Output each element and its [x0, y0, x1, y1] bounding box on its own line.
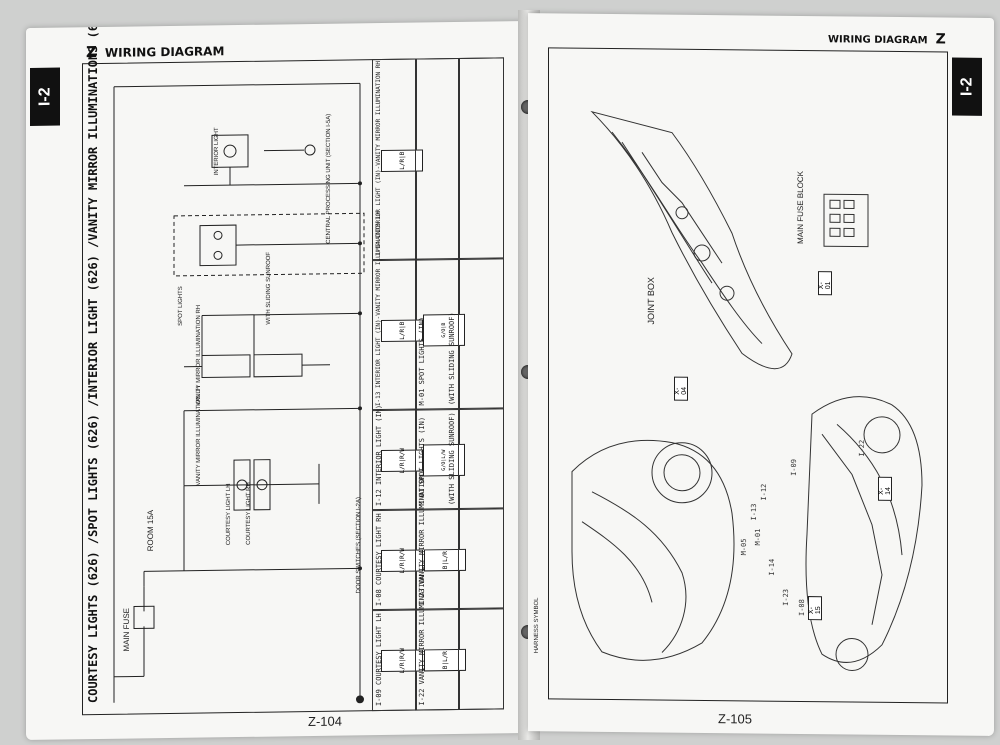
connector-cell-note: (WITH SLIDING SUNROOF)	[448, 412, 456, 506]
connector-cell: I-23 VANITY MIRROR ILLUMINATION RH B|L/R	[415, 462, 466, 611]
page-number-right: Z-105	[718, 711, 752, 727]
label-vanity-rh: VANITY MIRROR ILLUMINATION RH	[196, 304, 202, 406]
header-letter: Z	[935, 31, 946, 48]
connector-cell-note: (WITH SLIDING SUNROOF)	[448, 312, 456, 406]
label-room-fuse: ROOM 15A	[146, 509, 155, 552]
label-central-unit: CENTRAL PROCESSING UNIT (SECTION I-5A)	[326, 113, 332, 244]
connector-cell-empty	[458, 257, 504, 410]
harness-symbol-legend: HARNESS SYMBOL	[534, 597, 540, 654]
pin: B	[441, 322, 447, 326]
header-right: WIRING DIAGRAM Z	[828, 30, 946, 47]
connector-cell: I-22 VANITY MIRROR ILLUMINATION LH B|L/R	[415, 562, 466, 711]
callout-label: X-14	[878, 487, 892, 495]
connector-cell: M-01 SPOT LIGHTS (IN) G/O|L/W (WITH SLID…	[415, 407, 465, 511]
label-courtesy-lh: COURTESY LIGHT LH	[226, 483, 232, 546]
connector-cell: I-14 INTERIOR LIGHT (IN)-VANITY MIRROR I…	[372, 58, 423, 262]
callout-joint-box: JOINT BOX	[646, 277, 656, 325]
connector-cell: I-09 COURTESY LIGHT LH L/R|R/W	[372, 608, 423, 712]
pin: L/R	[441, 651, 449, 662]
pin: L/R	[398, 562, 406, 574]
callout-x15: X-15	[808, 596, 822, 621]
connector-cell: I-12 INTERIOR LIGHT (IN) L/R|R/W	[372, 405, 423, 512]
pin: R/W	[398, 648, 406, 659]
callout-m01: M-01	[754, 528, 762, 546]
section-tab-label: I-2	[35, 87, 53, 107]
right-page: WIRING DIAGRAM Z I-2	[528, 13, 994, 737]
label-with-sunroof: WITH SLIDING SUNROOF	[266, 251, 272, 325]
callout-i12: I-12	[760, 483, 768, 501]
pin: G/O	[441, 461, 447, 471]
pin: R/W	[398, 448, 406, 459]
pin: B	[398, 321, 406, 326]
callout-i13: I-13	[750, 503, 758, 521]
label-door-switches: DOOR SWITCHES (SECTION I-2A)	[356, 496, 362, 594]
callout-label: X-01	[818, 281, 832, 290]
page-number-left: Z-104	[308, 713, 342, 730]
header-text: WIRING DIAGRAM	[828, 34, 928, 47]
label-spot-lights: SPOT LIGHTS	[178, 286, 184, 326]
header-text: WIRING DIAGRAM	[104, 44, 225, 60]
connector-cell: I-13 INTERIOR LIGHT (IN)-VANITY MIRROR I…	[372, 211, 423, 412]
callout-i14: I-14	[768, 558, 776, 576]
connector-table: I-09 COURTESY LIGHT LH L/R|R/W I-22 VANI…	[372, 57, 504, 712]
callout-x01: X-01	[818, 271, 832, 296]
pin: L/R	[398, 662, 406, 674]
pin: L/R	[441, 551, 449, 562]
section-tab-left: I-2	[30, 67, 60, 126]
callout-x14: X-14	[878, 476, 892, 501]
section-tab-label: I-2	[957, 77, 975, 97]
callout-i09: I-09	[790, 459, 798, 476]
callout-main-fuse-block: MAIN FUSE BLOCK	[796, 171, 805, 245]
connector-cell-empty	[415, 57, 460, 261]
label-main-fuse: MAIN FUSE	[122, 607, 131, 652]
pin: L/W	[441, 449, 447, 459]
section-tab-right: I-2	[952, 57, 982, 116]
callout-i22: I-22	[858, 439, 866, 457]
callout-label: X-15	[808, 606, 822, 615]
pin: L/R	[398, 328, 406, 340]
callout-i08: I-08	[798, 599, 806, 617]
pin: R/W	[398, 548, 406, 559]
callout-m05: M-05	[740, 538, 748, 556]
connector-cell-empty	[458, 607, 504, 710]
connector-cell: I-08 COURTESY LIGHT RH L/R|R/W	[372, 508, 423, 612]
connector-cell-empty	[458, 57, 504, 260]
pin: G/O	[441, 328, 447, 338]
label-interior-light: INTERIOR LIGHT	[214, 127, 220, 176]
callout-i23: I-23	[782, 588, 790, 606]
pin: B	[441, 665, 449, 670]
connector-cell-empty	[458, 407, 504, 510]
connector-cell-empty	[458, 507, 504, 610]
diagram-title: COURTESY LIGHTS (626) /SPOT LIGHTS (626)…	[86, 21, 100, 704]
connector-cell: M-01 SPOT LIGHTS (IN) G/O|B (WITH SLIDIN…	[415, 257, 465, 411]
wiring-schematic	[113, 82, 365, 704]
callout-label: X-04	[674, 386, 688, 395]
callout-x04: X-04	[674, 376, 688, 401]
harness-illustration	[571, 110, 923, 672]
label-courtesy-rh: COURTESY LIGHT RH	[246, 482, 252, 545]
pin: L/R	[398, 158, 406, 170]
pin: B	[441, 565, 449, 570]
pin: B	[398, 151, 406, 156]
pin: L/R	[398, 462, 406, 474]
